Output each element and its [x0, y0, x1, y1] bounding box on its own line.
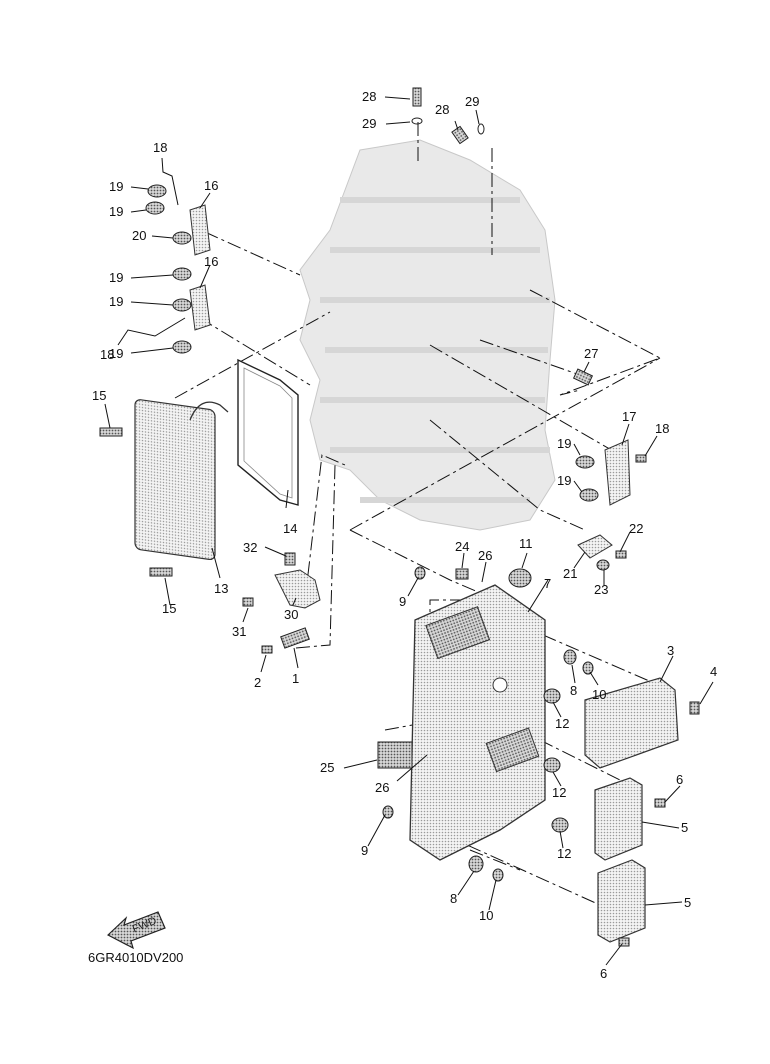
- forward-arrow-icon: FWD: [106, 911, 166, 950]
- callout-18: 18: [153, 140, 167, 155]
- callout-11: 11: [519, 536, 533, 551]
- callout-19: 19: [109, 346, 123, 361]
- callout-2: 2: [254, 675, 261, 690]
- callout-19: 19: [557, 473, 571, 488]
- small-parts: [99, 87, 594, 654]
- callout-10: 10: [479, 908, 493, 923]
- callout-8: 8: [450, 891, 457, 906]
- callout-30: 30: [284, 607, 298, 622]
- rectifier-part-13: [134, 399, 229, 561]
- engine-block-illustration: [299, 139, 556, 531]
- control-units-part-5: [594, 777, 666, 947]
- callout-5: 5: [684, 895, 691, 910]
- callout-19: 19: [109, 270, 123, 285]
- bracket-assembly-right: [575, 439, 647, 571]
- callout-19: 19: [557, 436, 571, 451]
- callout-6: 6: [676, 772, 683, 787]
- callout-16: 16: [204, 254, 218, 269]
- callout-16: 16: [204, 178, 218, 193]
- callout-26: 26: [478, 548, 492, 563]
- callout-17: 17: [622, 409, 636, 424]
- callout-9: 9: [361, 843, 368, 858]
- callout-19: 19: [109, 294, 123, 309]
- callout-12: 12: [555, 716, 569, 731]
- callout-8: 8: [570, 683, 577, 698]
- callout-23: 23: [594, 582, 608, 597]
- callout-15: 15: [162, 601, 176, 616]
- callout-6: 6: [600, 966, 607, 981]
- callout-26: 26: [375, 780, 389, 795]
- callout-15: 15: [92, 388, 106, 403]
- callout-4: 4: [710, 664, 717, 679]
- callout-32: 32: [243, 540, 257, 555]
- callout-19: 19: [109, 204, 123, 219]
- callout-22: 22: [629, 521, 643, 536]
- callout-31: 31: [232, 624, 246, 639]
- callout-19: 19: [109, 179, 123, 194]
- callout-1: 1: [292, 671, 299, 686]
- diagram-code: 6GR4010DV200: [88, 950, 183, 965]
- callout-12: 12: [557, 846, 571, 861]
- callout-10: 10: [592, 687, 606, 702]
- ignition-coil-part-3: [584, 677, 700, 769]
- callout-21: 21: [563, 566, 577, 581]
- callout-9: 9: [399, 594, 406, 609]
- callout-20: 20: [132, 228, 146, 243]
- bracket-assembly-upper: [145, 184, 211, 354]
- callout-5: 5: [681, 820, 688, 835]
- callout-29: 29: [362, 116, 376, 131]
- callout-18: 18: [100, 347, 114, 362]
- callout-18: 18: [655, 421, 669, 436]
- callout-12: 12: [552, 785, 566, 800]
- leader-lines: [104, 96, 714, 966]
- electrical-bracket-part-7: [377, 566, 594, 882]
- callout-labels: 1 2 3 4 5 5 6 6 7 8 8 9 9 10 10 11 12 12…: [92, 89, 717, 981]
- gasket-part-14: [237, 358, 299, 506]
- callout-3: 3: [667, 643, 674, 658]
- callout-28: 28: [435, 102, 449, 117]
- callout-28: 28: [362, 89, 376, 104]
- callout-24: 24: [455, 539, 469, 554]
- callout-7: 7: [544, 576, 551, 591]
- callout-14: 14: [283, 521, 297, 536]
- callout-25: 25: [320, 760, 334, 775]
- callout-29: 29: [465, 94, 479, 109]
- callout-13: 13: [214, 581, 228, 596]
- callout-27: 27: [584, 346, 598, 361]
